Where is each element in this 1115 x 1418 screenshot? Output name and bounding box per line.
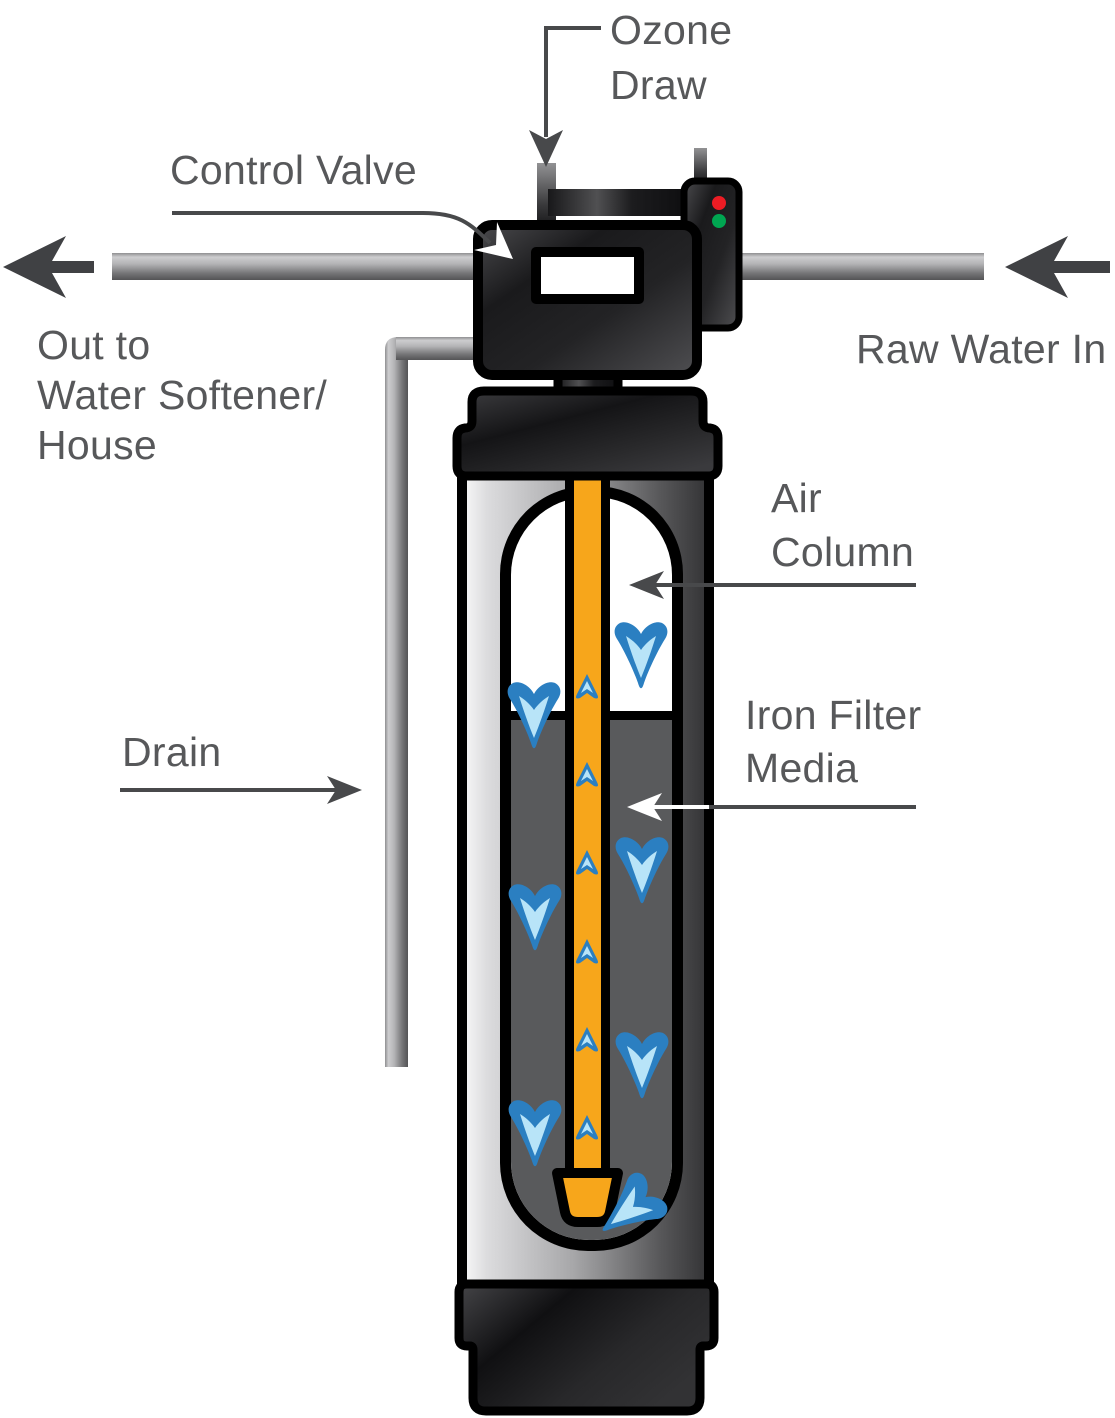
out-flow-arrow <box>3 236 94 298</box>
leader-lines <box>120 26 916 821</box>
control-valve-label: Control Valve <box>170 147 417 193</box>
air-column-label-line2: Column <box>771 529 915 575</box>
iron-filter-media-label-line2: Media <box>745 745 859 791</box>
valve-display-screen <box>541 257 634 294</box>
green-led <box>712 214 726 228</box>
ozone-draw-label-line1: Ozone <box>610 7 733 53</box>
ozone-leader-arrowhead <box>529 130 563 167</box>
control-valve <box>473 220 702 380</box>
iron-filter-media-label: Iron Filter Media <box>745 689 921 795</box>
mounting-bar <box>548 189 688 216</box>
out-to-label-line1: Out to <box>37 322 151 368</box>
raw-water-flow-arrow <box>1005 236 1110 298</box>
ozone-draw-label-line2: Draw <box>610 62 707 108</box>
tank-cap <box>452 386 723 481</box>
iron-filter-media-label-line1: Iron Filter <box>745 692 922 738</box>
drain-label: Drain <box>122 729 222 775</box>
drain-leader-arrowhead <box>327 776 362 804</box>
red-led <box>712 196 726 210</box>
tank-base <box>454 1279 719 1416</box>
air-column-label: Air Column <box>771 471 914 579</box>
iron-media-leader-arrowhead <box>627 793 662 821</box>
riser-tube-inner <box>574 478 601 1178</box>
air-column-leader-arrowhead <box>629 571 664 599</box>
raw-water-in-label: Raw Water In <box>856 326 1107 372</box>
ozone-draw-label: Ozone Draw <box>610 3 732 113</box>
filter-tank <box>457 463 714 1295</box>
riser-tube <box>565 478 610 1178</box>
drain-pipe <box>385 337 482 1067</box>
air-column-label-line1: Air <box>771 475 823 521</box>
out-to-label: Out to Water Softener/ House <box>37 320 327 470</box>
out-to-label-line3: House <box>37 422 158 468</box>
ozone-leader-line <box>544 26 601 137</box>
out-to-label-line2: Water Softener/ <box>37 372 328 418</box>
riser-distributor-funnel <box>552 1168 623 1227</box>
control-valve-leader-line <box>172 211 492 245</box>
control-valve-leader-arrowhead <box>474 222 513 259</box>
